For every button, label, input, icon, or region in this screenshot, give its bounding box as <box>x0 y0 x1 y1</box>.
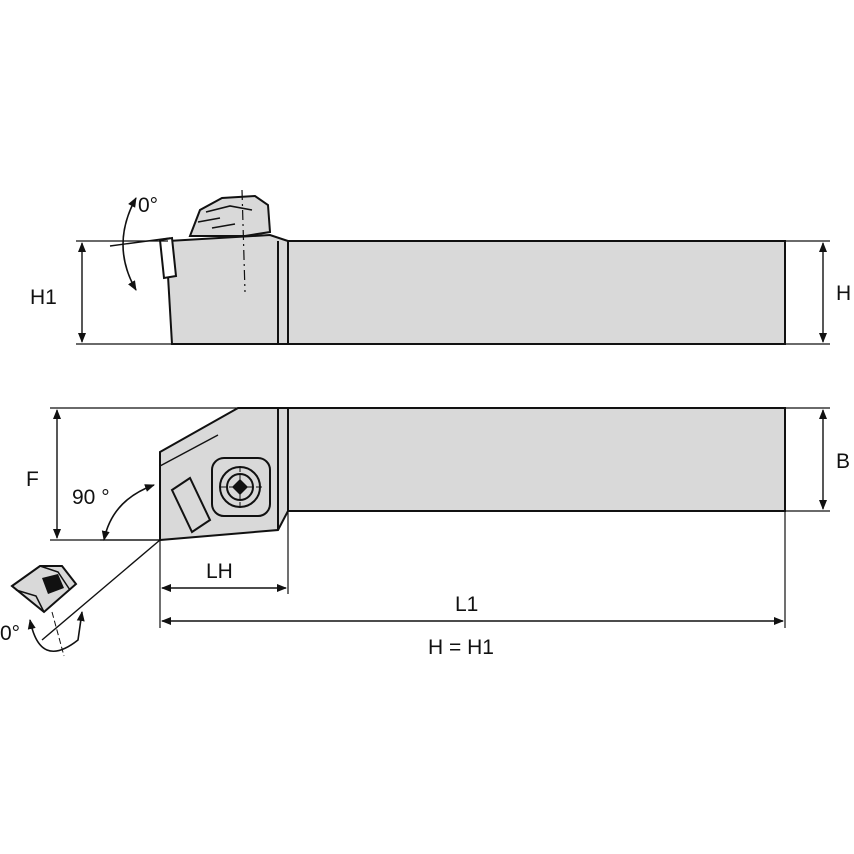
label-angle-90: 90 ° <box>72 486 110 509</box>
top-view <box>10 407 830 657</box>
top-view-head-chamfer <box>159 434 219 467</box>
insert-detail-dark <box>42 574 64 594</box>
label-b: B <box>836 450 850 473</box>
side-view-clamp-detail <box>197 205 253 229</box>
label-h-equals-h1: H = H1 <box>428 636 494 659</box>
angle-90-arc <box>101 484 155 541</box>
side-view-head <box>167 233 289 345</box>
label-h: H <box>836 282 851 305</box>
label-f: F <box>26 468 39 491</box>
label-lh: LH <box>206 560 233 583</box>
top-view-shank <box>287 407 786 512</box>
bottom-angle-dash <box>51 611 65 657</box>
side-view-shank <box>287 240 786 345</box>
top-view-insert <box>170 476 212 534</box>
side-view-clamp <box>188 194 272 237</box>
label-angle-bottom: 0° <box>0 622 20 645</box>
side-view-rake-line <box>109 237 171 247</box>
side-view-centerline <box>241 189 246 293</box>
side-view <box>76 189 830 345</box>
insert-detail <box>10 565 78 614</box>
insert-detail-face <box>15 565 71 613</box>
bottom-angle-arc <box>27 611 85 652</box>
label-l1: L1 <box>455 593 478 616</box>
top-angle-arc <box>122 197 137 291</box>
label-h1: H1 <box>30 286 57 309</box>
label-angle-top: 0° <box>138 194 158 217</box>
side-view-insert <box>158 236 178 280</box>
